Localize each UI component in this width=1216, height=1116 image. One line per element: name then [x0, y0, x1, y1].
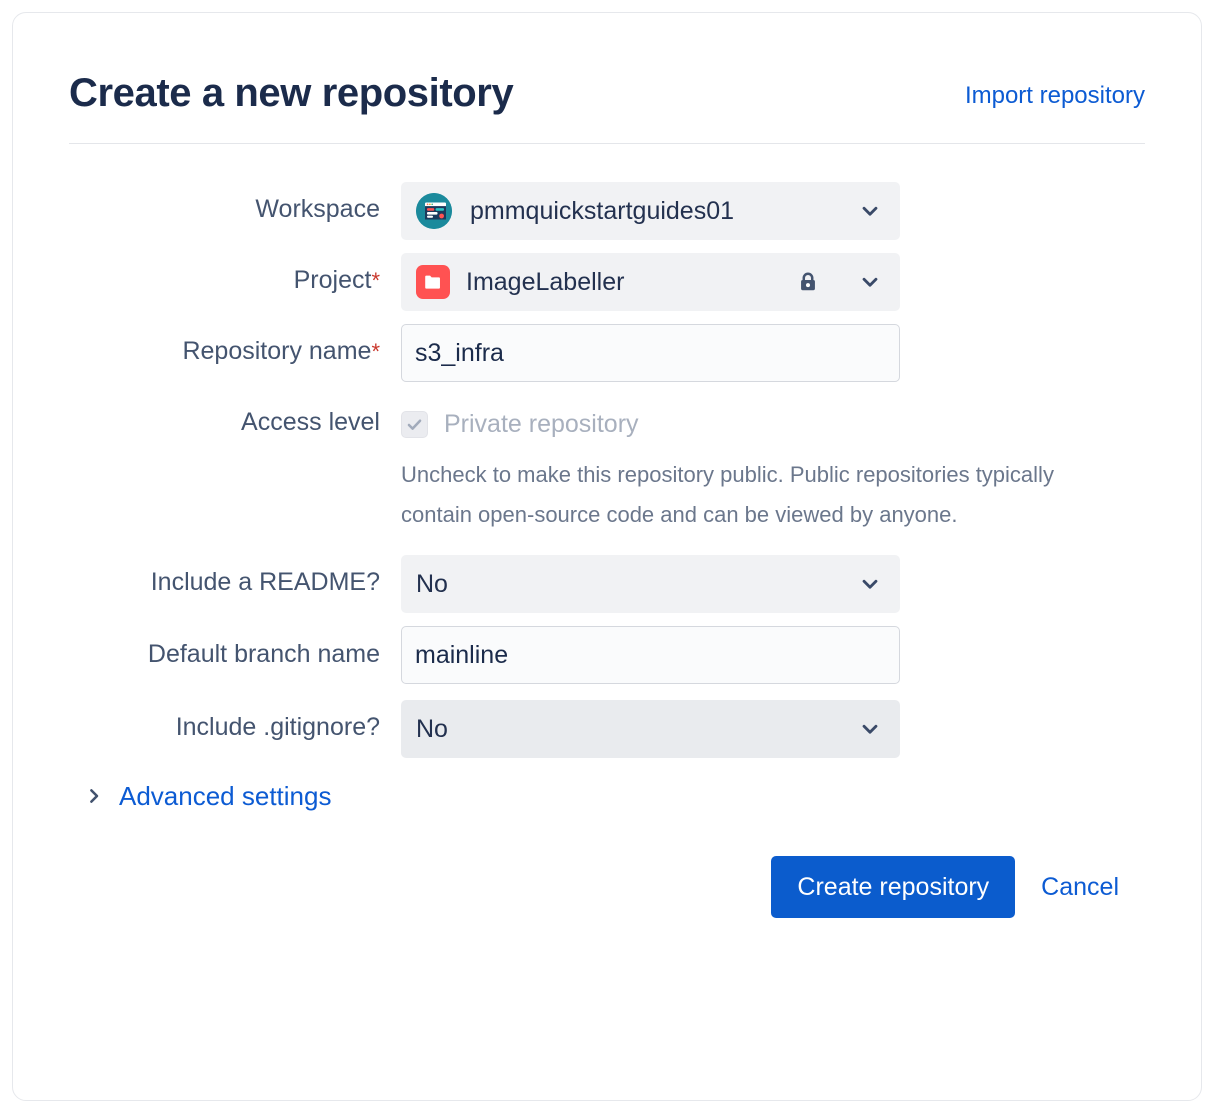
include-gitignore-value: No [416, 715, 448, 743]
workspace-value: pmmquickstartguides01 [470, 197, 735, 225]
project-folder-icon [416, 265, 450, 299]
include-readme-value: No [416, 570, 448, 598]
include-gitignore-select[interactable]: No [401, 700, 900, 758]
default-branch-name-label: Default branch name [147, 640, 380, 668]
advanced-settings-link[interactable]: Advanced settings [119, 781, 332, 811]
include-gitignore-label: Include .gitignore? [175, 713, 380, 741]
repository-name-label-text: Repository name [182, 337, 372, 365]
field-row-access-level: Access level Private repository Uncheck … [69, 395, 1145, 535]
field-row-project: Project* ImageLabeller [69, 253, 1145, 311]
project-label: Project* [69, 253, 401, 296]
project-control: ImageLabeller [401, 253, 1145, 311]
workspace-control: pmmquickstartguides01 [401, 182, 1145, 240]
repository-name-input[interactable] [401, 324, 900, 382]
chevron-down-icon [855, 196, 885, 226]
lock-icon [793, 267, 823, 297]
private-repository-checkbox-label: Private repository [444, 410, 639, 438]
advanced-settings-toggle[interactable]: Advanced settings [83, 780, 1145, 812]
chevron-right-icon [83, 785, 105, 807]
chevron-down-icon [855, 267, 885, 297]
workspace-avatar-icon [416, 193, 452, 229]
access-level-control: Private repository Uncheck to make this … [401, 395, 1145, 535]
workspace-label: Workspace [255, 195, 380, 223]
access-level-label: Access level [241, 408, 380, 436]
form-actions: Create repository Cancel [69, 856, 1145, 918]
chevron-down-icon [855, 714, 885, 744]
repository-name-required-marker: * [371, 339, 380, 364]
card-header: Create a new repository Import repositor… [69, 69, 1145, 117]
create-repository-card: Create a new repository Import repositor… [12, 12, 1202, 1101]
project-value: ImageLabeller [466, 268, 625, 296]
field-row-include-gitignore: Include .gitignore? No [69, 700, 1145, 758]
check-icon [407, 418, 422, 430]
private-repository-checkbox[interactable] [401, 410, 428, 438]
project-select[interactable]: ImageLabeller [401, 253, 900, 311]
project-required-marker: * [371, 268, 380, 293]
repository-name-control [401, 324, 1145, 382]
card-content: Create a new repository Import repositor… [13, 13, 1201, 918]
default-branch-name-control [401, 626, 1145, 684]
private-repository-checkbox-row[interactable]: Private repository [401, 395, 1145, 453]
access-level-help-text: Uncheck to make this repository public. … [401, 462, 1054, 527]
page-title: Create a new repository [69, 71, 514, 115]
field-row-workspace: Workspace [69, 182, 1145, 240]
repository-name-label: Repository name* [69, 324, 401, 367]
chevron-down-icon [855, 569, 885, 599]
field-row-default-branch-name: Default branch name [69, 626, 1145, 684]
field-row-include-readme: Include a README? No [69, 555, 1145, 613]
cancel-button[interactable]: Cancel [1023, 856, 1137, 918]
include-readme-control: No [401, 555, 1145, 613]
include-readme-select[interactable]: No [401, 555, 900, 613]
field-row-repository-name: Repository name* [69, 324, 1145, 382]
header-divider [69, 143, 1145, 144]
include-readme-label: Include a README? [150, 568, 380, 596]
create-repository-form: Workspace [69, 182, 1145, 918]
create-repository-button[interactable]: Create repository [771, 856, 1016, 918]
project-label-text: Project [293, 266, 372, 294]
default-branch-name-input[interactable] [401, 626, 900, 684]
import-repository-link[interactable]: Import repository [964, 82, 1145, 109]
include-gitignore-control: No [401, 700, 1145, 758]
workspace-select[interactable]: pmmquickstartguides01 [401, 182, 900, 240]
